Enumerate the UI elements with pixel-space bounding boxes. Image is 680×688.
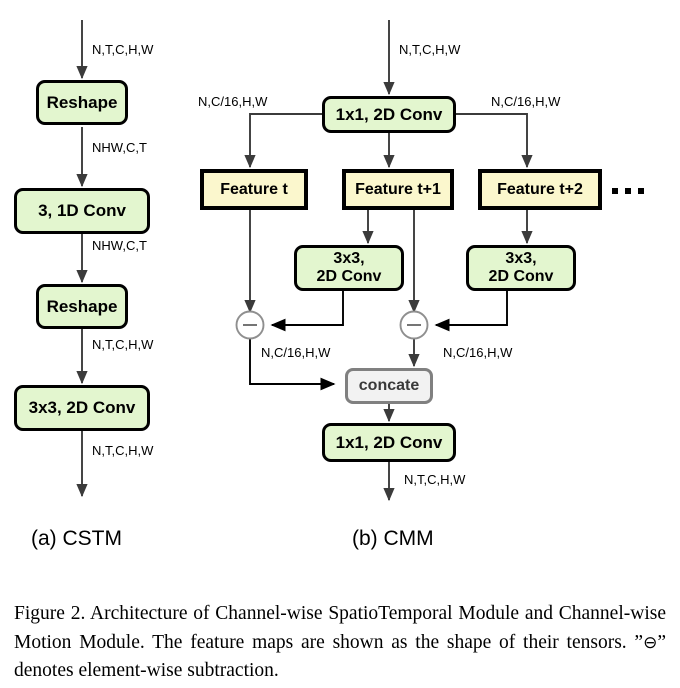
cmm-node-conv1x1-bottom-label: 1x1, 2D Conv <box>335 432 443 452</box>
cmm-node-feature-t2[interactable]: Feature t+2 <box>478 169 602 210</box>
cstm-node-reshape-1[interactable]: Reshape <box>36 80 128 125</box>
cmm-node-conv3x3-a-label-line2: 2D Conv <box>316 268 382 285</box>
cstm-edge-label-3: N,T,C,H,W <box>92 337 154 352</box>
figure-caption-part2: ” denotes element-wise subtraction. <box>14 631 666 682</box>
diagram-connectors <box>76 20 533 502</box>
cmm-node-conv3x3-a-label-line1: 3x3, <box>333 250 365 268</box>
cmm-node-conv3x3-b[interactable]: 3x3, 2D Conv <box>466 245 576 291</box>
cmm-node-conv3x3-b-label-line2: 2D Conv <box>488 268 554 285</box>
cmm-node-conv1x1-top-label: 1x1, 2D Conv <box>335 104 443 124</box>
cmm-edge-label-branch-right: N,C/16,H,W <box>491 94 561 109</box>
cmm-node-feature-t-label: Feature t <box>220 180 288 198</box>
cstm-node-reshape-2[interactable]: Reshape <box>36 284 128 329</box>
cstm-node-conv2d[interactable]: 3x3, 2D Conv <box>14 385 150 431</box>
cmm-node-conv1x1-top[interactable]: 1x1, 2D Conv <box>322 96 456 133</box>
cmm-edge-convA-to-sub <box>270 291 344 332</box>
subcaption-cstm: (a) CSTM <box>31 527 122 550</box>
cmm-node-concate-label: concate <box>358 377 420 395</box>
cmm-edge-label-input: N,T,C,H,W <box>399 42 461 57</box>
cstm-node-conv1d[interactable]: 3, 1D Conv <box>14 188 150 234</box>
figure-caption: Figure 2. Architecture of Channel-wise S… <box>14 600 666 686</box>
cstm-edge-label-2: NHW,C,T <box>92 238 147 253</box>
cmm-edge-branch-right <box>456 113 533 169</box>
subtract-right-node <box>399 310 429 340</box>
feature-sequence-ellipsis-icon <box>612 188 644 194</box>
cmm-node-feature-t1[interactable]: Feature t+1 <box>342 169 454 210</box>
cmm-edge-convB-to-sub <box>434 291 508 332</box>
subtract-left-node <box>235 310 265 340</box>
cmm-node-feature-t1-label: Feature t+1 <box>355 180 441 198</box>
cmm-edge-sub-left-to-concate <box>249 338 336 391</box>
cstm-edge-label-output: N,T,C,H,W <box>92 443 154 458</box>
figure-caption-part1: Figure 2. Architecture of Channel-wise S… <box>14 603 666 653</box>
cstm-node-conv2d-label: 3x3, 2D Conv <box>28 398 136 418</box>
cmm-node-conv3x3-a[interactable]: 3x3, 2D Conv <box>294 245 404 291</box>
cstm-node-reshape-1-label: Reshape <box>46 92 118 112</box>
cmm-edge-label-output: N,T,C,H,W <box>404 472 466 487</box>
cstm-node-reshape-2-label: Reshape <box>46 296 118 316</box>
cmm-node-concate[interactable]: concate <box>345 368 433 404</box>
figure-caption-minus-symbol: ⊖ <box>643 632 658 653</box>
cstm-node-conv1d-label: 3, 1D Conv <box>38 201 126 221</box>
cmm-edge-label-branch-left: N,C/16,H,W <box>198 94 268 109</box>
cmm-node-conv1x1-bottom[interactable]: 1x1, 2D Conv <box>322 423 456 462</box>
cstm-edge-label-input: N,T,C,H,W <box>92 42 154 57</box>
cmm-edge-label-sub-left: N,C/16,H,W <box>261 345 331 360</box>
cmm-node-conv3x3-b-label-line1: 3x3, <box>505 250 537 268</box>
cmm-edge-branch-left <box>244 113 322 169</box>
cmm-edge-label-sub-right: N,C/16,H,W <box>443 345 513 360</box>
cmm-node-feature-t2-label: Feature t+2 <box>497 180 583 198</box>
cmm-node-feature-t[interactable]: Feature t <box>200 169 308 210</box>
cstm-edge-label-1: NHW,C,T <box>92 140 147 155</box>
subcaption-cmm: (b) CMM <box>352 527 434 550</box>
